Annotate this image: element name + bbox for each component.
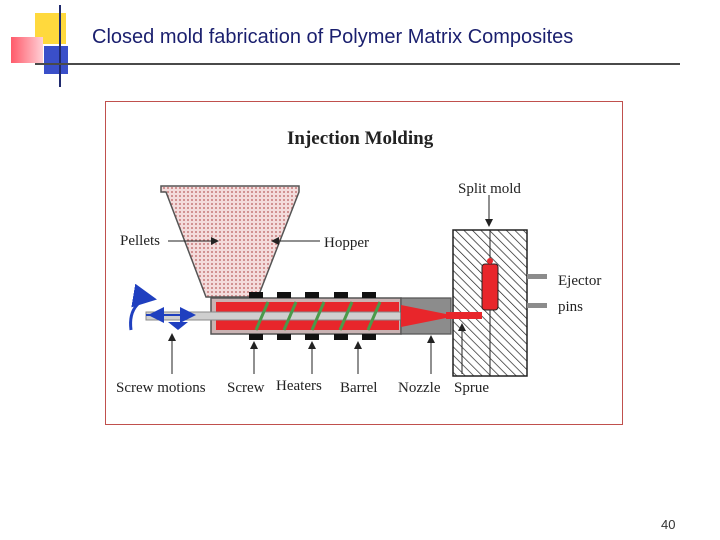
ejector-pins	[527, 274, 547, 308]
label-pins: pins	[558, 299, 583, 315]
label-hopper: Hopper	[324, 235, 369, 251]
label-screw-motions: Screw motions	[116, 380, 206, 396]
hopper	[160, 185, 300, 298]
decor-pink-square	[11, 37, 43, 63]
screw-motion-arrows	[129, 283, 196, 331]
label-pellets: Pellets	[120, 233, 160, 249]
label-ejector: Ejector	[558, 273, 601, 289]
slide-title: Closed mold fabrication of Polymer Matri…	[92, 26, 574, 48]
label-screw: Screw	[227, 380, 265, 396]
figure-title: Injection Molding	[287, 128, 434, 149]
injection-molding-figure: Injection Molding	[105, 101, 623, 425]
decor-vertical-line	[59, 5, 61, 87]
page-number: 40	[661, 517, 676, 532]
leader-arrows	[168, 195, 493, 374]
label-barrel: Barrel	[340, 380, 377, 396]
split-mold	[446, 229, 528, 377]
label-split-mold: Split mold	[458, 181, 521, 197]
mold-cavity	[481, 263, 499, 311]
screw-flights	[254, 301, 382, 331]
heaters	[249, 292, 376, 340]
label-sprue: Sprue	[454, 380, 489, 396]
label-nozzle: Nozzle	[398, 380, 441, 396]
decor-horizontal-line	[35, 63, 680, 65]
sprue	[446, 312, 482, 319]
decor-blue-square	[44, 46, 68, 74]
nozzle	[400, 297, 452, 335]
barrel	[145, 292, 407, 340]
label-heaters: Heaters	[276, 378, 322, 394]
